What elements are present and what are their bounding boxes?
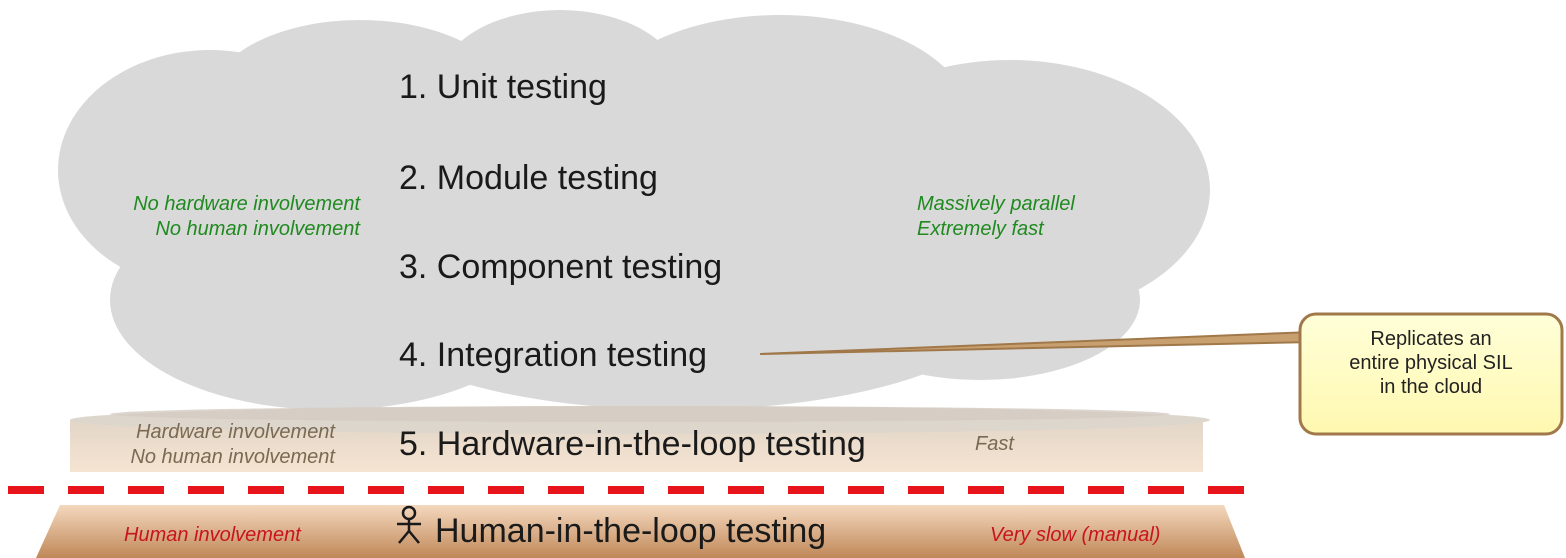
- callout-text: Replicates an entire physical SIL in the…: [1308, 327, 1554, 399]
- level-integration-testing: 4. Integration testing: [399, 336, 708, 374]
- human-note-left: Human involvement: [124, 524, 301, 546]
- hil-note-right: Fast: [975, 433, 1014, 455]
- hil-note-left-line1: Hardware involvement: [136, 421, 335, 443]
- cloud-note-left-line1: No hardware involvement: [133, 193, 360, 215]
- person-icon: [397, 505, 421, 544]
- level-hil-testing: 5. Hardware-in-the-loop testing: [399, 425, 866, 463]
- hil-note-left-line2: No human involvement: [130, 446, 335, 468]
- level-human-testing: Human-in-the-loop testing: [435, 512, 827, 550]
- callout-line3: in the cloud: [1379, 376, 1483, 398]
- cloud-shape: [58, 10, 1210, 410]
- callout-line1: Replicates an: [1370, 328, 1492, 350]
- human-note-right: Very slow (manual): [990, 524, 1161, 546]
- hil-note-left: Hardware involvement No human involvemen…: [130, 420, 335, 470]
- hil-platform: [70, 406, 1210, 472]
- level-component-testing: 3. Component testing: [399, 248, 723, 286]
- level-unit-testing: 1. Unit testing: [399, 68, 607, 106]
- cloud-note-left-line2: No human involvement: [155, 218, 360, 240]
- callout-line2: entire physical SIL: [1349, 352, 1513, 374]
- cloud-note-right-line1: Massively parallel: [917, 193, 1075, 215]
- level-module-testing: 2. Module testing: [399, 159, 658, 197]
- callout-box: [1298, 312, 1564, 436]
- cloud-note-right-line2: Extremely fast: [917, 218, 1044, 240]
- cloud-note-right: Massively parallel Extremely fast: [917, 192, 1075, 242]
- human-platform: [36, 505, 1245, 558]
- cloud-note-left: No hardware involvement No human involve…: [133, 192, 360, 242]
